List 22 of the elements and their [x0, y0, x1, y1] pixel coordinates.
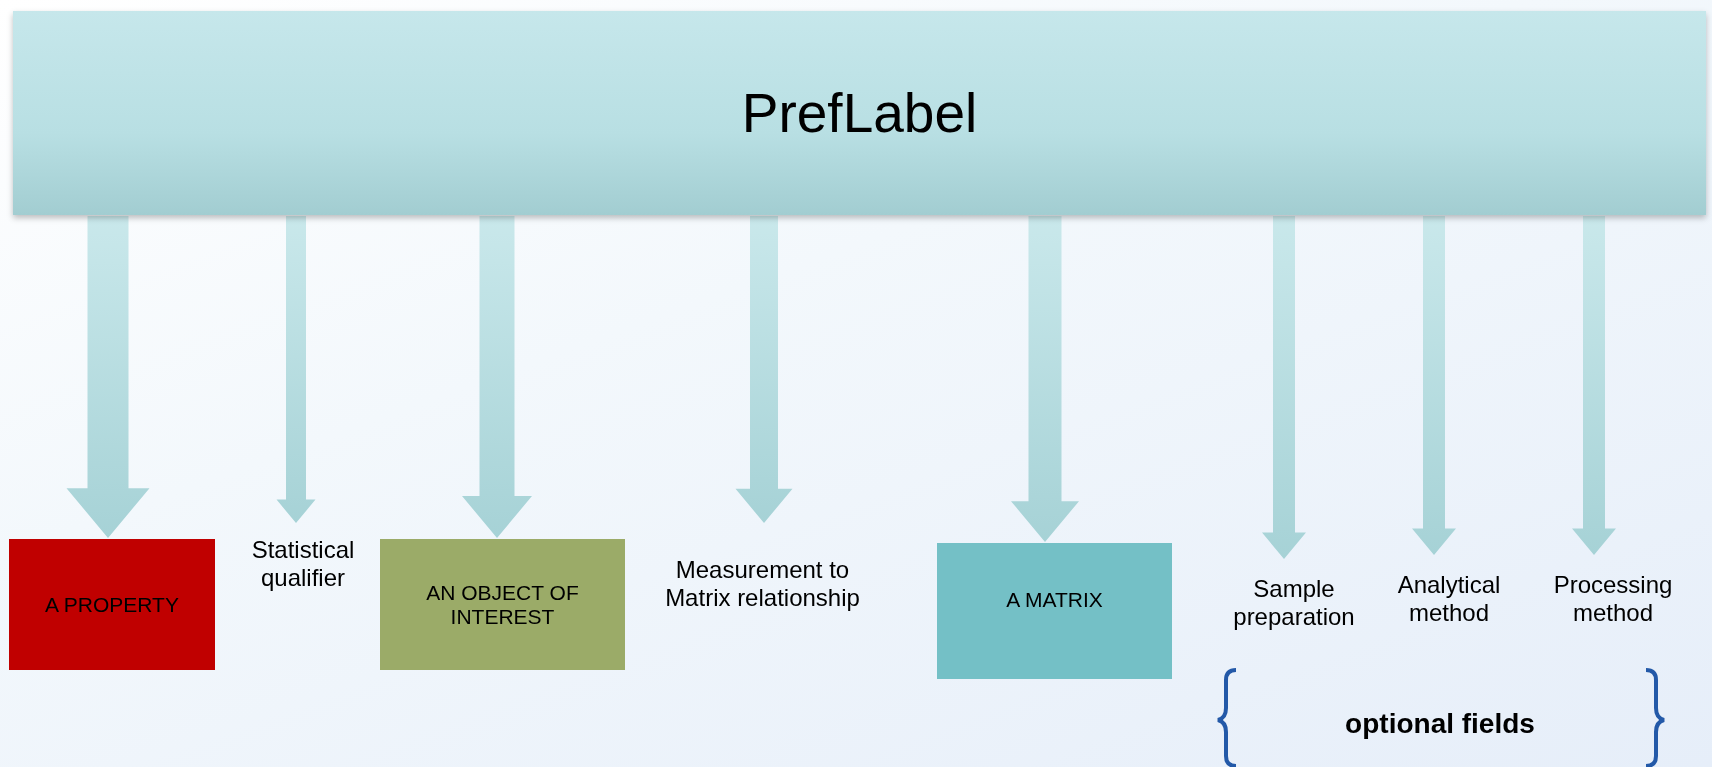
block-arrow [276, 216, 316, 523]
field-label: Analytical method [1396, 571, 1502, 627]
field-label: Sample preparation [1232, 575, 1356, 631]
property-box [9, 539, 215, 670]
block-arrow [66, 216, 150, 538]
node-label: AN OBJECT OF INTEREST [425, 580, 580, 629]
block-arrow [1262, 216, 1306, 559]
block-arrow [1572, 216, 1616, 555]
block-arrow [462, 216, 532, 538]
field-label: Processing method [1552, 571, 1674, 627]
object-box [380, 539, 625, 670]
title-bar [13, 11, 1706, 215]
node-label: A PROPERTY [45, 592, 179, 617]
field-label: Statistical qualifier [250, 536, 356, 592]
bracket-label: optional fields [1344, 708, 1536, 740]
node-label: A MATRIX [1006, 588, 1103, 612]
node-label: PrefLabel [741, 81, 978, 145]
field-label: Measurement to Matrix relationship [664, 556, 861, 612]
block-arrow [1412, 216, 1456, 555]
block-arrow [1011, 216, 1079, 542]
matrix-box [937, 543, 1172, 679]
block-arrow [735, 216, 793, 523]
